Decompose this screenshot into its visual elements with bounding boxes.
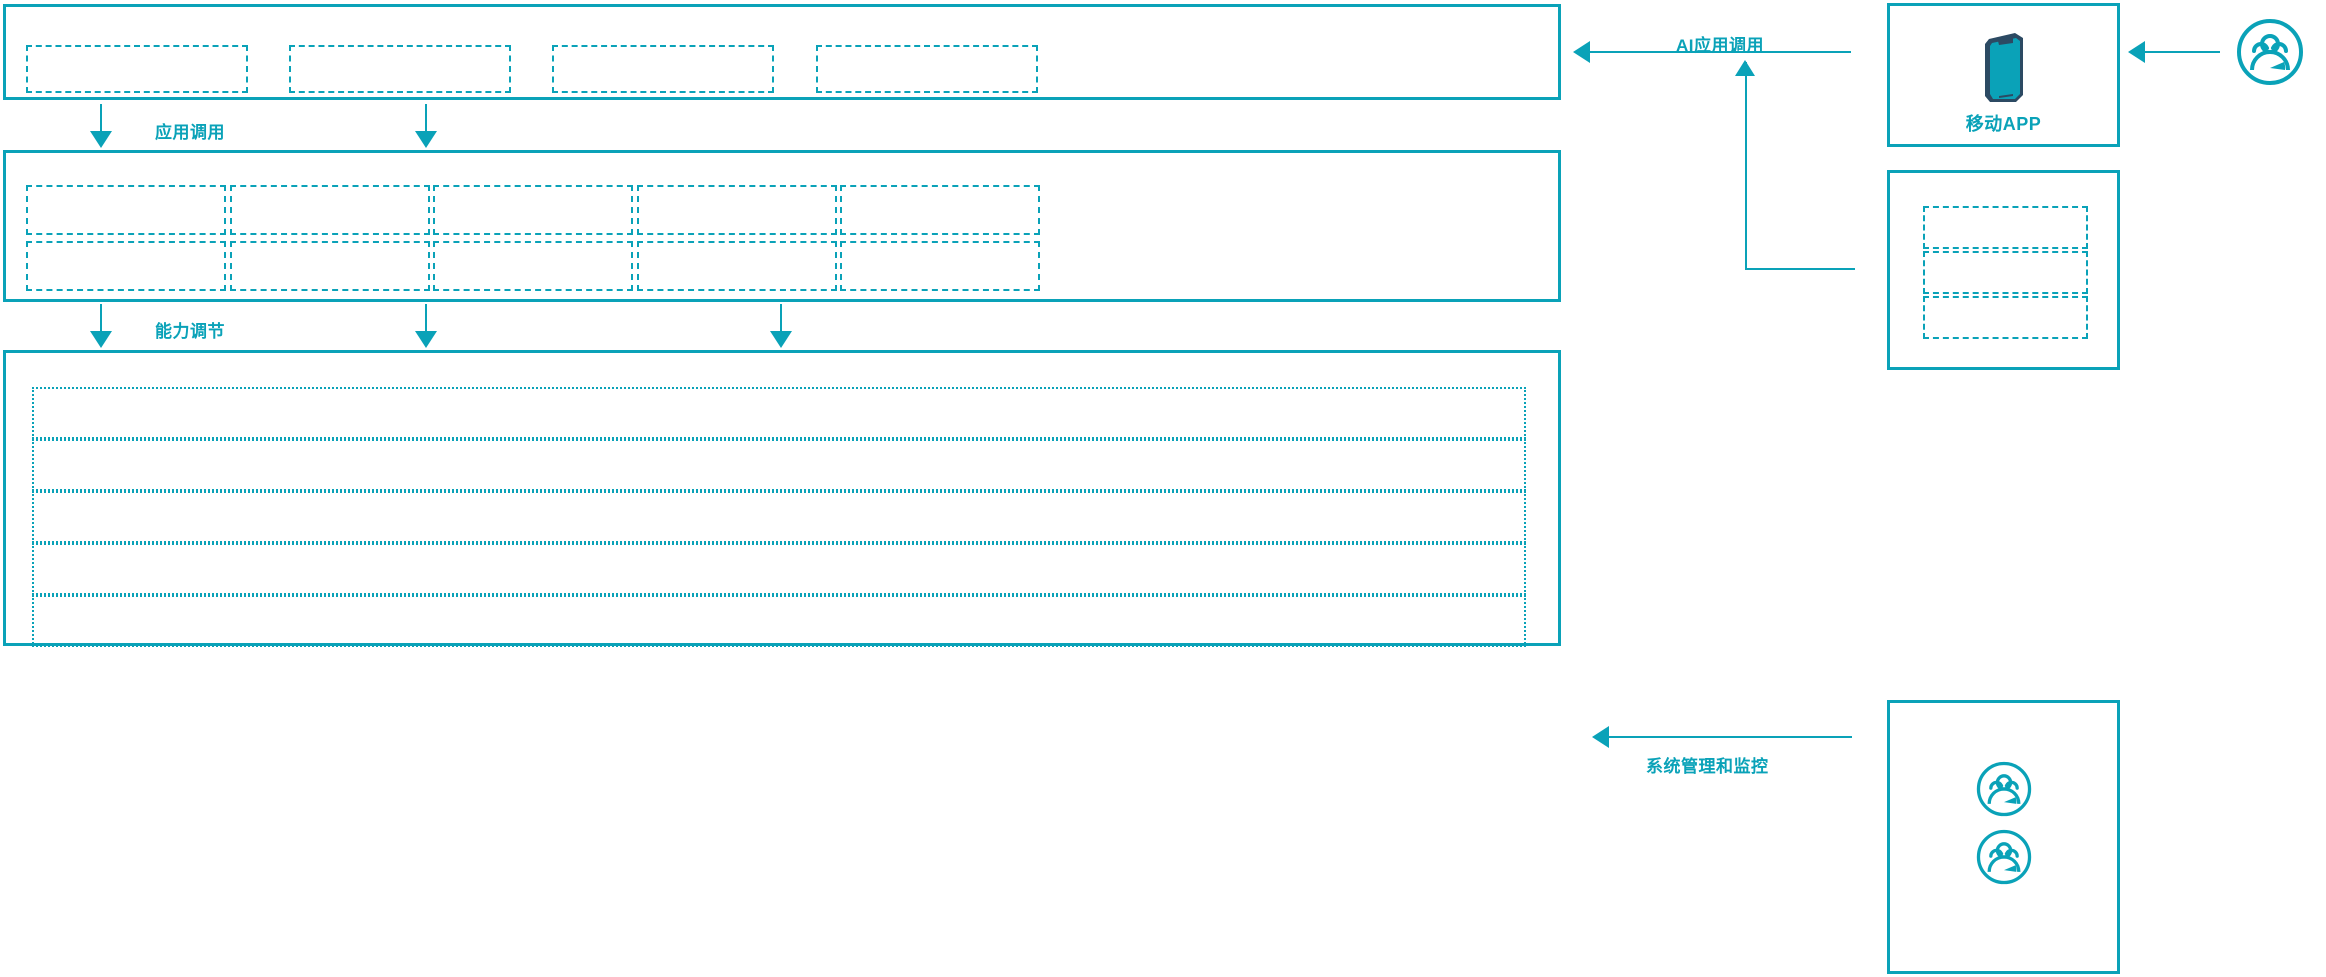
- capability-box-r1c5[interactable]: [840, 185, 1040, 235]
- stacked-list-card: [1887, 170, 2120, 370]
- capability-box-r1c2[interactable]: [230, 185, 430, 235]
- capability-box-r1c3[interactable]: [433, 185, 633, 235]
- external-user-to-app-arrow: [2128, 40, 2220, 64]
- application-box-2[interactable]: [289, 45, 511, 93]
- capability-layer-panel: [3, 150, 1561, 302]
- application-call-label: 应用调用: [155, 123, 225, 142]
- capability-box-r2c3[interactable]: [433, 241, 633, 291]
- list-card-item-1[interactable]: [1923, 206, 2088, 249]
- capability-adjust-label: 能力调节: [155, 322, 225, 341]
- platform-row-2[interactable]: [32, 439, 1526, 491]
- users-card: [1887, 700, 2120, 974]
- mobile-app-label: 移动APP: [1965, 114, 2042, 134]
- users-group-icon-1[interactable]: [1976, 761, 2032, 817]
- application-box-4[interactable]: [816, 45, 1038, 93]
- platform-row-1[interactable]: [32, 387, 1526, 439]
- list-card-item-3[interactable]: [1923, 296, 2088, 339]
- capability-box-r2c2[interactable]: [230, 241, 430, 291]
- capability-box-r1c1[interactable]: [26, 185, 226, 235]
- platform-row-3[interactable]: [32, 491, 1526, 543]
- application-box-1[interactable]: [26, 45, 248, 93]
- ai-application-call-label: AI应用调用: [1676, 36, 1764, 55]
- list-card-to-ai-arrow: [1735, 60, 1855, 270]
- system-management-monitor-arrow: [1592, 725, 1852, 749]
- application-box-3[interactable]: [552, 45, 774, 93]
- platform-layer-panel: [3, 350, 1561, 647]
- application-call-arrow-right: [414, 104, 438, 148]
- external-user-icon[interactable]: [2236, 18, 2304, 86]
- platform-row-5[interactable]: [32, 595, 1526, 647]
- capability-adjust-arrow-3: [769, 304, 793, 348]
- ai-application-call-arrow: [1573, 40, 1851, 64]
- capability-box-r2c1[interactable]: [26, 241, 226, 291]
- smartphone-icon: [1982, 30, 2026, 106]
- capability-box-r2c4[interactable]: [637, 241, 837, 291]
- application-layer-panel: [3, 4, 1561, 100]
- capability-box-r2c5[interactable]: [840, 241, 1040, 291]
- capability-adjust-arrow-2: [414, 304, 438, 348]
- capability-box-r1c4[interactable]: [637, 185, 837, 235]
- mobile-app-card[interactable]: 移动APP: [1887, 3, 2120, 147]
- capability-adjust-arrow-1: [89, 304, 113, 348]
- users-group-icon-2[interactable]: [1976, 829, 2032, 885]
- system-management-monitor-label: 系统管理和监控: [1646, 757, 1769, 776]
- platform-row-4[interactable]: [32, 543, 1526, 595]
- application-call-arrow-left: [89, 104, 113, 148]
- list-card-item-2[interactable]: [1923, 251, 2088, 294]
